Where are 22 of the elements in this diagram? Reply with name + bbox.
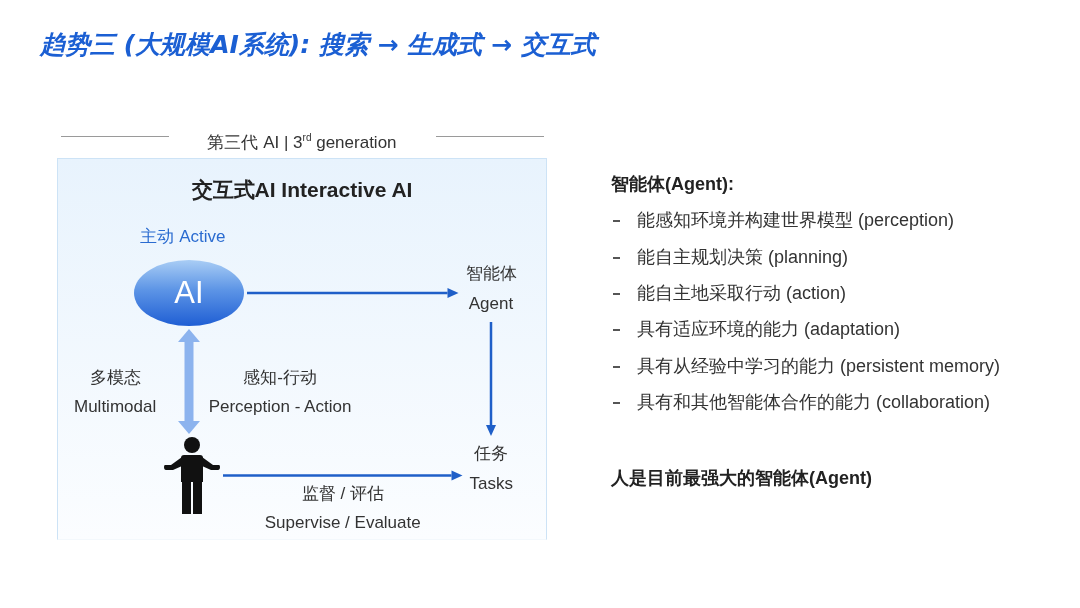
arrow <box>223 470 463 481</box>
diagram-label: 感知-行动 Perception - Action <box>207 367 353 418</box>
node-label: 智能体 Agent <box>461 259 521 319</box>
list-item: 具有从经验中学习的能力 (persistent memory) <box>637 355 1001 377</box>
list-item: 具有和其他智能体合作的能力 (collaboration) <box>637 391 991 413</box>
list-item: 能感知环境并构建世界模型 (perception) <box>637 209 955 231</box>
double-arrow <box>178 329 200 434</box>
conclusion-text: 人是目前最强大的智能体(Agent) <box>611 467 872 489</box>
list-heading: 智能体(Agent): <box>611 173 734 195</box>
node-caption: 主动 Active <box>140 226 226 248</box>
node-label: 任务 Tasks <box>465 439 517 499</box>
node-label: AI <box>174 275 204 311</box>
arrow <box>247 288 459 298</box>
section-heading: 第三代 AI | 3$^{rd}$ generation <box>207 131 397 154</box>
diagram-label: 多模态 Multimodal <box>73 367 158 418</box>
edge-label: 监督 / 评估 Supervise / Evaluate <box>263 482 422 534</box>
list-item: 能自主规划决策 (planning) <box>637 246 849 268</box>
person-icon <box>164 437 220 514</box>
arrow <box>486 322 496 436</box>
panel-title: 交互式AI Interactive AI <box>190 177 414 203</box>
list-item: 具有适应环境的能力 (adaptation) <box>637 318 901 340</box>
list-item: 能自主地采取行动 (action) <box>637 282 847 304</box>
